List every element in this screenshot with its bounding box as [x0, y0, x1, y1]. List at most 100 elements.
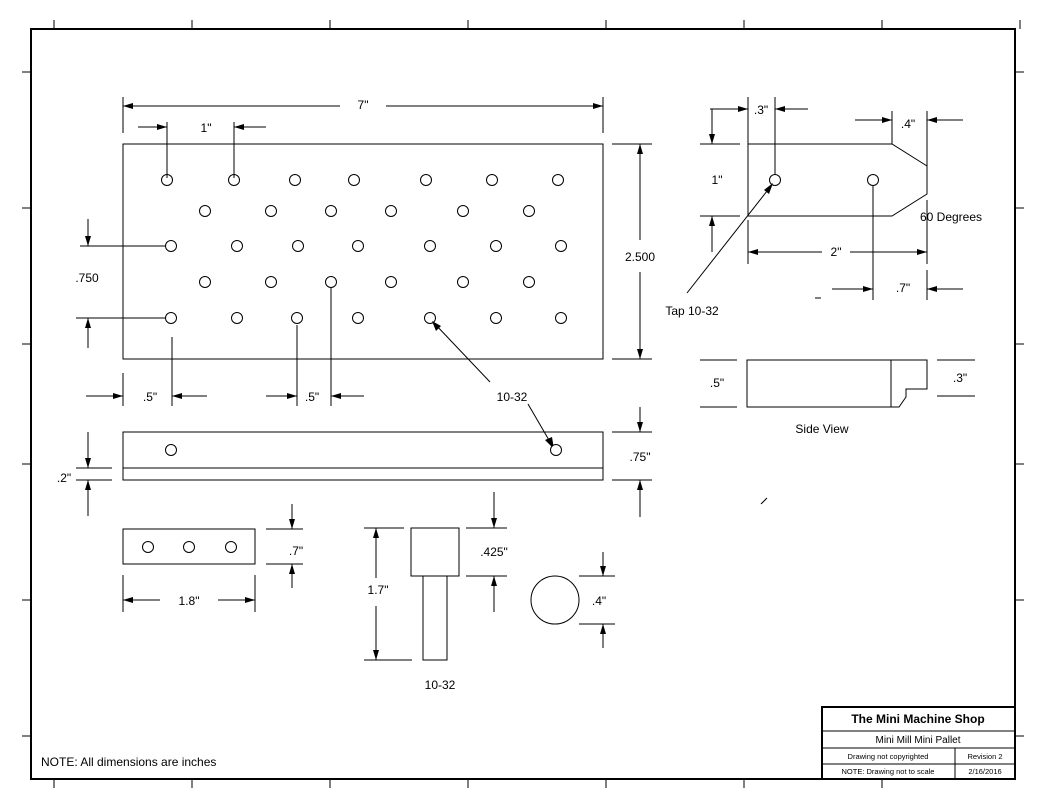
pallet-hole [385, 276, 397, 288]
pallet-hole [231, 240, 243, 252]
pallet-hole [265, 205, 277, 217]
dim-pallet-height: 2.500 [612, 143, 655, 360]
pallet-hole [265, 276, 277, 288]
general-note: NOTE: All dimensions are inches [41, 755, 216, 769]
washer-outline [530, 575, 580, 625]
small-bar-hole [225, 541, 237, 553]
clamp-hole [769, 174, 781, 186]
pallet-hole [555, 240, 567, 252]
dim-label-thickness: .75" [630, 450, 651, 464]
dim-small-bar-height: .7" [266, 504, 303, 588]
dim-pallet-step: .2" [57, 432, 112, 516]
dim-label-edge-offset: .5" [143, 390, 157, 404]
pallet-hole [490, 312, 502, 324]
pallet-hole-pattern [161, 174, 567, 324]
pallet-hole [555, 312, 567, 324]
pallet-hole [490, 240, 502, 252]
clamp-top-view: .3" .4" 1" 60 Degrees [665, 97, 982, 318]
dim-small-bar-length: 1.8" [122, 575, 256, 612]
dim-pallet-thickness: .75" [612, 407, 652, 517]
hole-callout-label: 10-32 [497, 390, 528, 404]
title-block-company: The Mini Machine Shop [851, 712, 984, 726]
dim-label-small-bar-length: 1.8" [179, 594, 200, 608]
pallet-top-view: 7" 1" 2.500 [75, 97, 655, 449]
pallet-hole [348, 174, 360, 186]
dim-clamp-side-step: .3" [937, 359, 975, 397]
dim-bolt-head-height: .425" [466, 492, 508, 612]
side-view-caption: Side View [795, 422, 848, 436]
dim-washer-diameter: .4" [579, 552, 615, 648]
dim-label-small-bar-height: .7" [289, 544, 303, 558]
pallet-hole [385, 205, 397, 217]
pallet-side-view: .75" .2" [57, 407, 652, 517]
pallet-hole [486, 174, 498, 186]
pallet-plate-outline [122, 143, 604, 360]
tap-callout-label: Tap 10-32 [665, 304, 719, 318]
dim-clamp-hole-offset: .3" [710, 97, 808, 174]
bolt-knurled-head [410, 527, 460, 577]
bolt: 1.7" .425" 10-32 [364, 492, 508, 692]
pallet-hole [457, 205, 469, 217]
dim-clamp-height: 1" [700, 109, 740, 252]
pallet-hole [165, 240, 177, 252]
dim-clamp-chamfer: .4" [855, 111, 963, 166]
pallet-hole [523, 276, 535, 288]
pallet-hole [352, 240, 364, 252]
dim-label-clamp-side-step: .3" [953, 371, 967, 385]
title-block: The Mini Machine Shop Mini Mill Mini Pal… [821, 706, 1016, 780]
dim-label-row-spacing: .750 [75, 271, 99, 285]
pallet-side-outline [122, 431, 604, 481]
dim-label-bolt-head-height: .425" [480, 545, 508, 559]
dim-row-spacing: .750 [75, 219, 166, 348]
dim-label-clamp-hole-spacing: 2" [831, 245, 842, 259]
small-bar-hole [142, 541, 154, 553]
dim-label-hole-spacing: 1" [201, 121, 212, 135]
bolt-thread-label: 10-32 [425, 678, 456, 692]
dim-label-height: 2.500 [625, 250, 655, 264]
pallet-hole [199, 205, 211, 217]
title-block-revision: Revision 2 [967, 752, 1002, 761]
dim-label-stagger-offset: .5" [305, 390, 319, 404]
title-block-copyright: Drawing not copyrighted [848, 752, 929, 761]
pallet-hole [292, 240, 304, 252]
dim-stagger-offset: .5" [266, 288, 364, 406]
pallet-hole [289, 174, 301, 186]
pallet-hole [325, 205, 337, 217]
dim-bolt-length: 1.7" [364, 527, 412, 661]
hole-callout-leader: 10-32 [432, 321, 554, 449]
dim-pallet-width: 7" [122, 97, 604, 133]
dim-label-clamp-hole-offset: .3" [754, 103, 768, 117]
pallet-hole [352, 312, 364, 324]
dim-edge-offset: .5" [86, 337, 207, 406]
pallet-hole [523, 205, 535, 217]
pallet-hole [165, 312, 177, 324]
side-hole [165, 444, 177, 456]
dim-label-washer-diameter: .4" [592, 594, 606, 608]
clamp-side-view: .5" .3" Side View [700, 359, 975, 505]
dim-clamp-side-height: .5" [700, 359, 737, 408]
title-block-date: 2/16/2016 [968, 767, 1001, 776]
washer: .4" [530, 552, 615, 648]
clamp-chamfer-angle: 60 Degrees [920, 210, 982, 224]
small-bar-hole [183, 541, 195, 553]
pallet-hole [424, 240, 436, 252]
pallet-hole [199, 276, 211, 288]
title-block-scale-note: NOTE: Drawing not to scale [842, 767, 935, 776]
pallet-hole [552, 174, 564, 186]
clamp-hole [867, 174, 879, 186]
dim-label-clamp-end-offset: .7" [896, 281, 910, 295]
title-block-frame [821, 706, 1016, 780]
sheet-border [30, 28, 1016, 780]
pallet-hole [420, 174, 432, 186]
pallet-hole [424, 312, 436, 324]
tap-callout-leader: Tap 10-32 [665, 183, 773, 318]
pallet-hole [457, 276, 469, 288]
clamp-side-outline [746, 359, 928, 408]
dim-clamp-hole-spacing: 2" [747, 200, 928, 264]
dim-label-step: .2" [57, 471, 71, 485]
bolt-threaded-shank [422, 575, 448, 661]
pallet-hole [291, 312, 303, 324]
dim-clamp-end-offset: .7" [815, 186, 963, 300]
dim-label-clamp-chamfer: .4" [901, 117, 915, 131]
